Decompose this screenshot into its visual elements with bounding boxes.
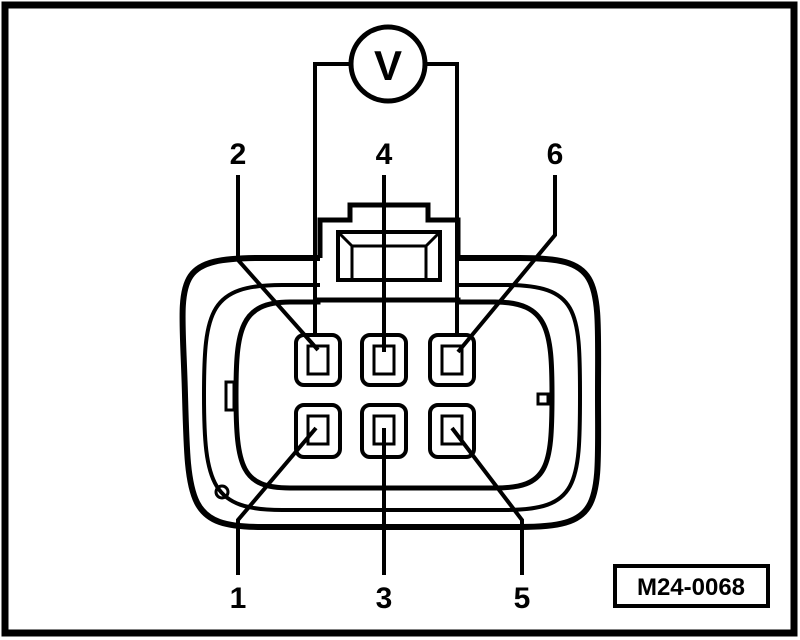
voltmeter-letter: V xyxy=(374,42,402,89)
pin-label-1: 1 xyxy=(230,582,247,615)
connector-housing xyxy=(179,202,602,530)
pin-label-4: 4 xyxy=(376,138,393,171)
pin-label-5: 5 xyxy=(514,582,531,615)
pin-label-6: 6 xyxy=(547,138,564,171)
terminal-1 xyxy=(294,403,342,459)
housing-seal-ring xyxy=(201,283,583,512)
housing-detent xyxy=(214,484,230,500)
pin-label-3: 3 xyxy=(376,582,393,615)
reference-code: M24-0068 xyxy=(637,574,745,601)
housing-notch-right xyxy=(536,392,550,406)
housing-outer-shell xyxy=(179,255,602,530)
reference-code-box: M24-0068 xyxy=(613,564,770,608)
pin-leader-lines xyxy=(236,175,557,575)
locking-tab xyxy=(317,202,461,258)
pin-label-2: 2 xyxy=(230,138,247,171)
voltmeter-symbol: V xyxy=(348,24,428,104)
housing-notch-left xyxy=(224,380,236,412)
contact-cavity xyxy=(233,297,555,491)
terminal-grid xyxy=(294,333,476,459)
terminal-2 xyxy=(294,333,342,387)
